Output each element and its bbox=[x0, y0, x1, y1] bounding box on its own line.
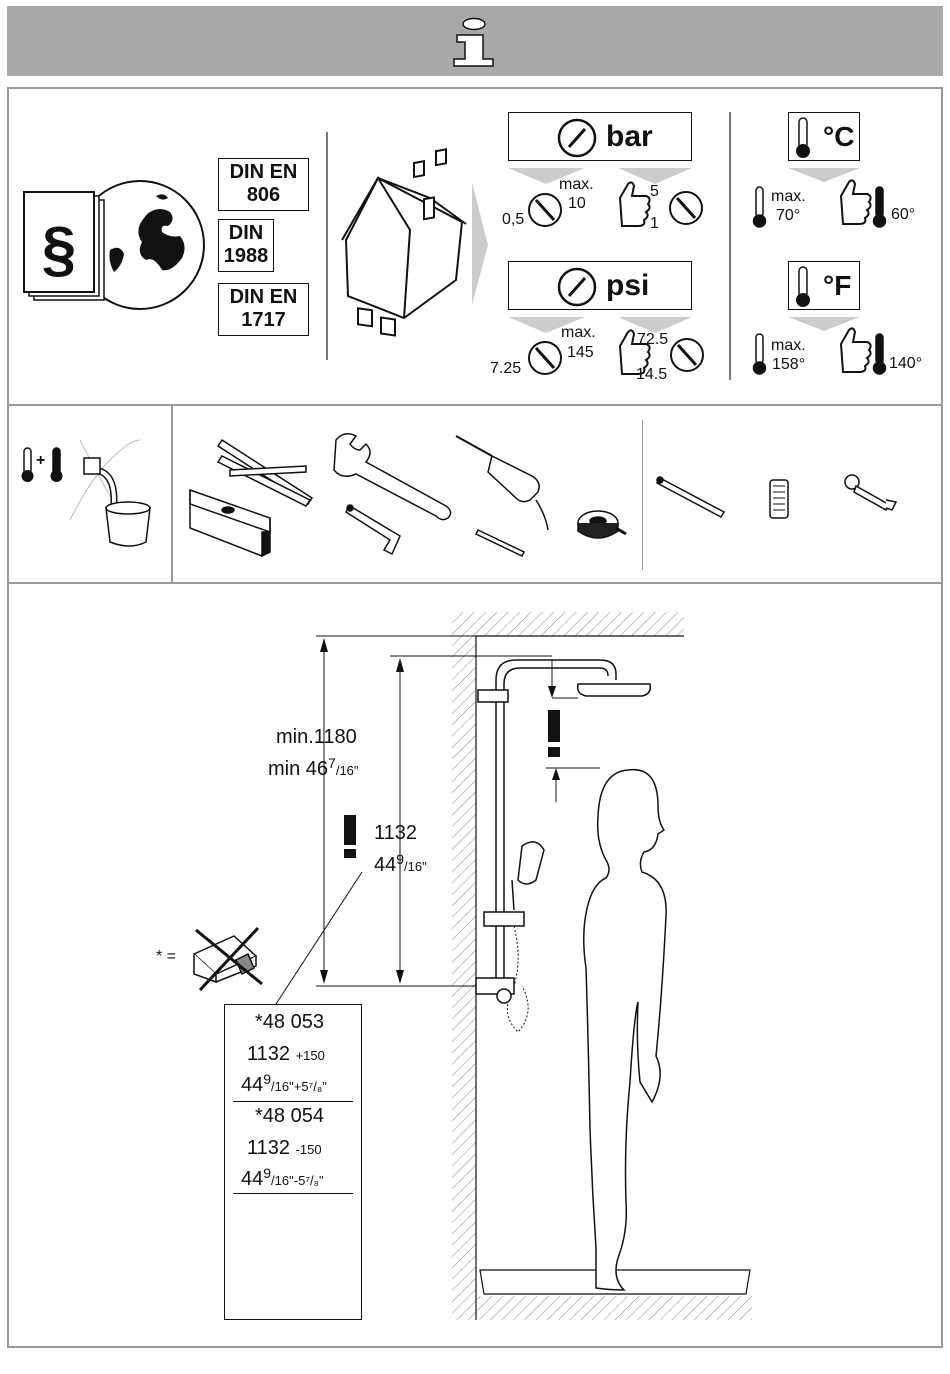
variant-divider bbox=[233, 1193, 353, 1194]
celsius-recommended-value: 60° bbox=[891, 206, 915, 224]
variant-2-code: *48 054 bbox=[255, 1105, 324, 1128]
variant-2-mm: 1132 -150 bbox=[247, 1137, 322, 1160]
fahrenheit-unit-box: °F bbox=[788, 261, 860, 310]
min-height-inches-numerator: 7 bbox=[328, 755, 336, 771]
tools-divider bbox=[642, 420, 643, 570]
din-1988-line2: 1988 bbox=[219, 245, 273, 268]
din-1988-badge: DIN 1988 bbox=[218, 219, 274, 272]
psi-max-label: max. bbox=[561, 324, 596, 342]
variant-2-inches-whole: 44 bbox=[241, 1168, 263, 1190]
thermometer-plus-label: + bbox=[36, 452, 45, 470]
asterisk-equals-label: * = bbox=[156, 948, 176, 966]
din-en-1717-badge: DIN EN 1717 bbox=[218, 283, 309, 336]
tools-panel bbox=[7, 404, 943, 584]
bar-unit-box: bar bbox=[508, 112, 692, 161]
din-en-1717-line1: DIN EN bbox=[219, 286, 308, 309]
psi-unit-box: psi bbox=[508, 261, 692, 310]
bar-max-label: max. bbox=[559, 176, 594, 194]
min-height-inches: min 467/16" bbox=[268, 750, 359, 784]
celsius-max-value: 70° bbox=[776, 207, 800, 225]
bar-recommended-low: 1 bbox=[650, 215, 659, 233]
celsius-unit-box: °C bbox=[788, 112, 860, 161]
install-height-inches-denominator: /16" bbox=[404, 859, 427, 874]
pressure-gauge-icon bbox=[509, 262, 693, 311]
fahrenheit-recommended-value: 140° bbox=[889, 355, 922, 373]
variant-divider bbox=[233, 1101, 353, 1102]
fahrenheit-max-value: 158° bbox=[772, 356, 805, 374]
variant-2-mm-delta: -150 bbox=[296, 1142, 322, 1157]
pressure-gauge-icon bbox=[509, 113, 693, 162]
variant-1-mm-delta: +150 bbox=[296, 1048, 325, 1063]
variant-1-code: *48 053 bbox=[255, 1011, 324, 1034]
psi-max-value: 145 bbox=[567, 344, 594, 362]
install-height-inches: 449/16" bbox=[374, 846, 427, 880]
fahrenheit-max-label: max. bbox=[771, 337, 806, 355]
din-en-806-badge: DIN EN 806 bbox=[218, 158, 309, 211]
install-height-inches-whole: 44 bbox=[374, 854, 396, 876]
variant-1-mm: 1132 +150 bbox=[247, 1043, 325, 1066]
psi-recommended-low: 14.5 bbox=[636, 366, 667, 384]
psi-min-value: 7.25 bbox=[490, 360, 521, 378]
celsius-max-label: max. bbox=[771, 188, 806, 206]
bar-label: bar bbox=[606, 120, 653, 154]
variant-1-inches: 449/16"+5⁷/₈" bbox=[241, 1071, 327, 1097]
info-header-bar bbox=[7, 6, 943, 76]
celsius-label: °C bbox=[823, 121, 854, 153]
variant-1-inches-numerator: 9 bbox=[263, 1071, 271, 1087]
din-en-806-line2: 806 bbox=[219, 184, 308, 207]
variant-2-inches-delta: -5⁷/₈" bbox=[294, 1173, 324, 1188]
info-i-icon bbox=[7, 6, 943, 76]
bar-max-value: 10 bbox=[568, 195, 586, 213]
min-height-mm: min.1180 bbox=[276, 724, 357, 750]
fahrenheit-label: °F bbox=[823, 270, 851, 302]
variant-table: *48 053 1132 +150 449/16"+5⁷/₈" *48 054 … bbox=[224, 1004, 362, 1320]
variant-2-inches: 449/16"-5⁷/₈" bbox=[241, 1165, 324, 1191]
install-height-inches-numerator: 9 bbox=[396, 851, 404, 867]
min-height-inches-whole: min 46 bbox=[268, 758, 328, 780]
din-en-1717-line2: 1717 bbox=[219, 309, 308, 332]
psi-recommended-high: 72.5 bbox=[637, 331, 668, 349]
variant-1-inches-denominator: /16" bbox=[271, 1079, 294, 1094]
variant-2-mm-value: 1132 bbox=[247, 1137, 290, 1159]
variant-1-inches-whole: 44 bbox=[241, 1074, 263, 1096]
install-height-mm: 1132 bbox=[374, 820, 417, 846]
bar-recommended-high: 5 bbox=[650, 183, 659, 201]
psi-label: psi bbox=[606, 269, 649, 303]
tools-divider bbox=[171, 406, 173, 582]
variant-2-inches-denominator: /16" bbox=[271, 1173, 294, 1188]
min-height-inches-denominator: /16" bbox=[336, 763, 359, 778]
din-1988-line1: DIN bbox=[219, 222, 273, 245]
installation-panel bbox=[7, 582, 943, 1348]
variant-2-inches-numerator: 9 bbox=[263, 1165, 271, 1181]
bar-min-value: 0,5 bbox=[502, 211, 524, 229]
din-en-806-line1: DIN EN bbox=[219, 161, 308, 184]
variant-1-inches-delta: +5⁷/₈" bbox=[294, 1079, 327, 1094]
variant-1-mm-value: 1132 bbox=[247, 1043, 290, 1065]
